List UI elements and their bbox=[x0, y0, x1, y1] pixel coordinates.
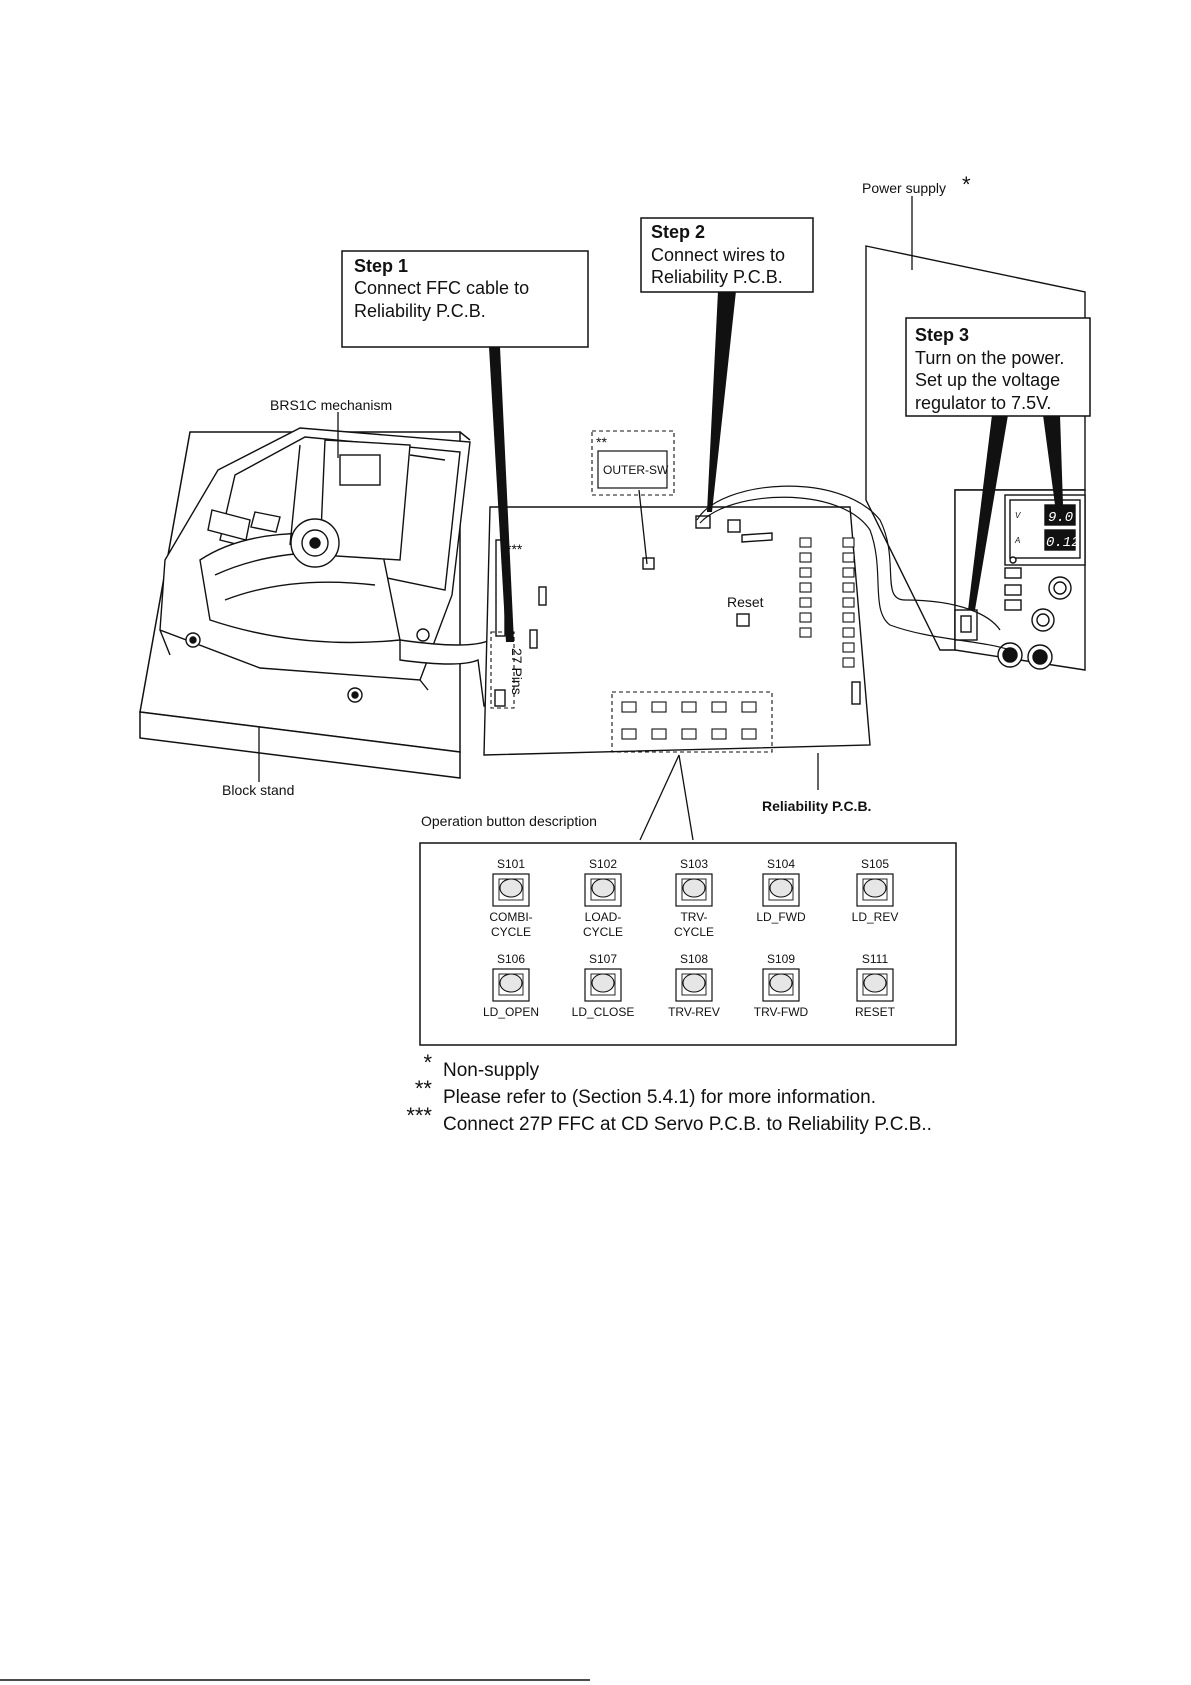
step-3-line-2: Set up the voltage bbox=[915, 370, 1060, 390]
pcb-right-buttons bbox=[799, 537, 855, 668]
op-button-function: LD_REV bbox=[852, 910, 899, 924]
mechanism-label: BRS1C mechanism bbox=[270, 397, 392, 413]
note-3-text: Connect 27P FFC at CD Servo P.C.B. to Re… bbox=[443, 1114, 932, 1135]
op-button-grid: S101COMBI-CYCLES102LOAD-CYCLES103TRV-CYC… bbox=[483, 857, 898, 1019]
power-wires bbox=[696, 485, 1011, 651]
op-button-function: TRV-FWD bbox=[754, 1005, 809, 1019]
amp-unit: A bbox=[1014, 536, 1020, 545]
op-button-id: S103 bbox=[680, 857, 708, 871]
leader-lines bbox=[258, 196, 913, 841]
cd-mechanism bbox=[159, 427, 498, 707]
op-button-id: S105 bbox=[861, 857, 889, 871]
tact-switch-icon bbox=[584, 968, 622, 1002]
op-button-function: COMBI- bbox=[489, 910, 532, 924]
step-2-callout bbox=[640, 217, 814, 512]
note-2-mark: ** bbox=[415, 1076, 433, 1101]
op-button-id: S108 bbox=[680, 952, 708, 966]
reliability-pcb-board bbox=[483, 506, 871, 756]
step-2-line-2: Reliability P.C.B. bbox=[651, 267, 783, 287]
note-2-text: Please refer to (Section 5.4.1) for more… bbox=[443, 1087, 876, 1108]
op-button-function: LD_OPEN bbox=[483, 1005, 539, 1019]
op-button-id: S111 bbox=[862, 952, 889, 966]
note-3-mark: *** bbox=[406, 1103, 432, 1128]
ffc-mark: *** bbox=[506, 541, 523, 557]
tact-switch-icon bbox=[762, 968, 800, 1002]
op-button-function: TRV-REV bbox=[668, 1005, 720, 1019]
step-1-line-1: Connect FFC cable to bbox=[354, 278, 529, 298]
tact-switch-icon bbox=[675, 873, 713, 907]
volt-unit: V bbox=[1015, 511, 1021, 520]
step-2-line-1: Connect wires to bbox=[651, 245, 785, 265]
tact-switch-icon bbox=[584, 873, 622, 907]
op-desc-label: Operation button description bbox=[421, 813, 597, 829]
tact-switch-icon bbox=[492, 968, 530, 1002]
op-button-function: CYCLE bbox=[674, 925, 714, 939]
op-button-id: S104 bbox=[767, 857, 795, 871]
tact-switch-icon bbox=[675, 968, 713, 1002]
step-1-callout bbox=[341, 250, 589, 642]
tact-switch-icon bbox=[856, 873, 894, 907]
pcb-bottom-buttons bbox=[611, 691, 773, 753]
step-3-callout bbox=[905, 317, 1091, 610]
op-button-function: LD_CLOSE bbox=[572, 1005, 635, 1019]
step-3-line-3: regulator to 7.5V. bbox=[915, 393, 1051, 413]
op-button-id: S107 bbox=[589, 952, 617, 966]
op-button-function: TRV- bbox=[680, 910, 707, 924]
step-3-title: Step 3 bbox=[915, 325, 969, 345]
tact-switch-icon bbox=[492, 873, 530, 907]
amp-readout: 0.12 bbox=[1046, 535, 1080, 551]
outer-sw-label: OUTER-SW bbox=[603, 463, 669, 477]
op-button-id: S101 bbox=[497, 857, 525, 871]
note-1-text: Non-supply bbox=[443, 1060, 540, 1081]
tact-switch-icon bbox=[856, 968, 894, 1002]
op-button-function: LD_FWD bbox=[756, 910, 806, 924]
step-1-line-2: Reliability P.C.B. bbox=[354, 301, 486, 321]
op-button-id: S109 bbox=[767, 952, 795, 966]
outer-sw-mark: ** bbox=[596, 434, 607, 450]
power-supply-label: Power supply bbox=[862, 180, 946, 196]
op-button-id: S106 bbox=[497, 952, 525, 966]
step-3-line-1: Turn on the power. bbox=[915, 348, 1064, 368]
pcb-label: Reliability P.C.B. bbox=[762, 798, 871, 814]
step-1-title: Step 1 bbox=[354, 256, 408, 276]
outer-sw-box bbox=[591, 430, 675, 496]
op-button-function: LOAD- bbox=[585, 910, 622, 924]
step-2-title: Step 2 bbox=[651, 222, 705, 242]
volt-readout: 9.0 bbox=[1048, 510, 1073, 526]
op-button-function: CYCLE bbox=[583, 925, 623, 939]
note-1-mark: * bbox=[423, 1050, 432, 1075]
op-button-function: CYCLE bbox=[491, 925, 531, 939]
op-button-id: S102 bbox=[589, 857, 617, 871]
block-stand-label: Block stand bbox=[222, 782, 294, 798]
tact-switch-icon bbox=[762, 873, 800, 907]
power-supply-mark: * bbox=[962, 172, 971, 197]
pins-label: 27 Pins bbox=[509, 648, 525, 695]
op-button-function: RESET bbox=[855, 1005, 896, 1019]
reset-label: Reset bbox=[727, 594, 764, 610]
